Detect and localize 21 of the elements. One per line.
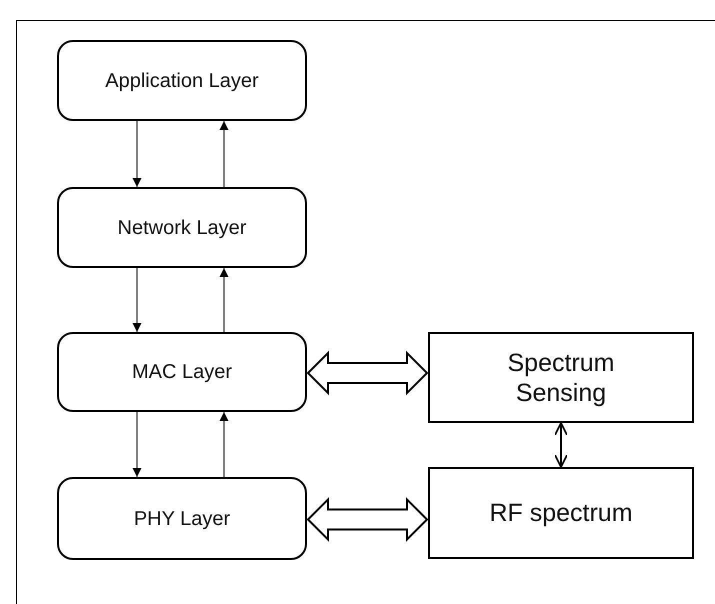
arrow	[132, 412, 142, 478]
process-box	[57, 332, 307, 412]
arrow	[220, 268, 228, 332]
node-label: Network Layer	[118, 216, 246, 240]
arrow	[554, 422, 568, 468]
block-arrow	[306, 350, 428, 396]
block-arrow	[306, 497, 428, 542]
arrow	[132, 120, 142, 188]
arrow	[132, 268, 142, 332]
process-box	[57, 477, 307, 560]
node-label: PHY Layer	[134, 506, 230, 530]
node-label: RF spectrum	[489, 498, 633, 528]
node-label: Application Layer	[105, 68, 259, 92]
process-box	[428, 332, 694, 423]
process-box	[57, 187, 307, 268]
process-box	[428, 467, 694, 559]
arrow	[220, 120, 228, 188]
arrow	[220, 412, 228, 478]
node-label: Spectrum Sensing	[506, 348, 616, 408]
process-box	[57, 40, 307, 121]
node-label: MAC Layer	[132, 360, 232, 384]
